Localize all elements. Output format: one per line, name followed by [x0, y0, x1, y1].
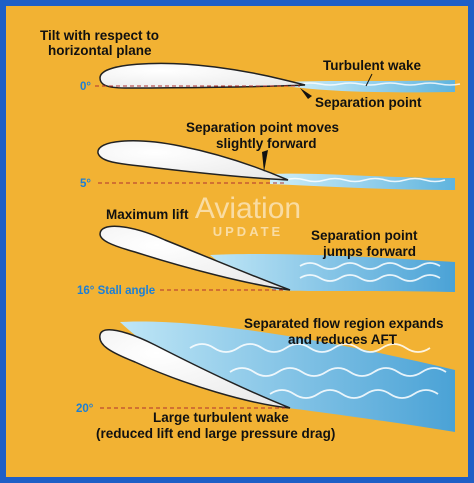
pointer-turbulent-wake — [365, 73, 373, 87]
wake-20-deg-eddies — [189, 343, 447, 399]
pointer-separation-moves — [262, 150, 268, 172]
panel-5-deg: 5° Separation point moves slightly forwa… — [80, 120, 455, 190]
angle-label-5-deg: 5° — [80, 178, 91, 190]
airfoil-16-deg — [99, 225, 291, 291]
panel-20-deg: 20° Separated flow region expands and re… — [76, 316, 455, 441]
wake-0-deg — [285, 80, 455, 93]
note-separation-moves-2: slightly forward — [216, 136, 317, 151]
watermark: Aviation UPDATE — [195, 192, 301, 239]
watermark-title: Aviation — [195, 192, 301, 225]
wake-0-deg-streaks — [299, 82, 461, 86]
header-line-2: horizontal plane — [48, 43, 152, 58]
wake-5-deg — [270, 173, 455, 190]
note-separation-jumps-1: Separation point — [311, 228, 418, 243]
panel-16-deg: 16° Stall angle Maximum lift Separation … — [77, 207, 455, 297]
airfoil-20-deg — [99, 329, 291, 409]
note-separated-flow-2: and reduces AFT — [288, 332, 398, 347]
note-separation-jumps-2: jumps forward — [322, 244, 416, 259]
airfoil-0-deg — [99, 62, 306, 89]
note-turbulent-wake: Turbulent wake — [323, 58, 422, 73]
watermark-subtitle: UPDATE — [213, 224, 283, 239]
note-reduced-lift: (reduced lift end large pressure drag) — [96, 426, 335, 441]
pointer-separation-point — [300, 88, 312, 99]
airfoil-5-deg — [97, 140, 289, 181]
note-maximum-lift: Maximum lift — [106, 207, 189, 222]
wake-5-deg-streaks — [284, 177, 446, 183]
header-line-1: Tilt with respect to — [40, 28, 159, 43]
note-separation-moves-1: Separation point moves — [186, 120, 339, 135]
note-separated-flow-1: Separated flow region expands — [244, 316, 444, 331]
panel-0-deg: 0° Turbulent wake Separation point — [80, 58, 461, 110]
angle-label-16-deg: 16° Stall angle — [77, 285, 155, 297]
wake-20-deg — [120, 321, 455, 432]
note-separation-point: Separation point — [315, 95, 422, 110]
note-large-turbulent-wake: Large turbulent wake — [153, 410, 289, 425]
angle-label-20-deg: 20° — [76, 403, 94, 415]
angle-label-0-deg: 0° — [80, 81, 91, 93]
wake-16-deg-eddies — [299, 262, 441, 282]
